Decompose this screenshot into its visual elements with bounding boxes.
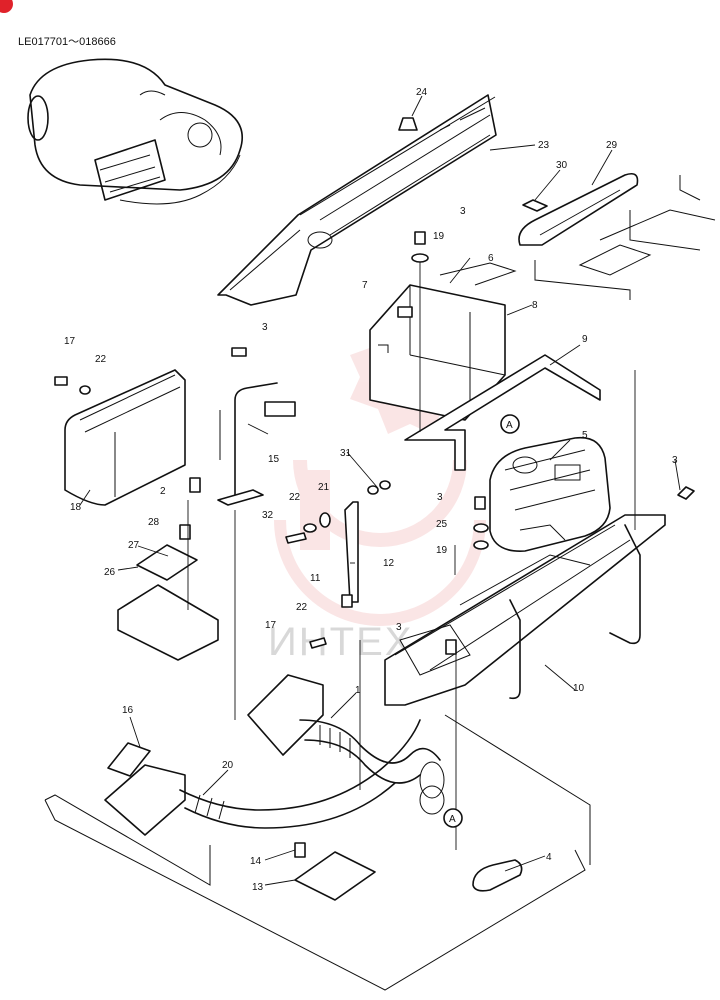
bracket-9: [404, 354, 601, 471]
washer-19-right: [473, 540, 489, 550]
callout-7: 7: [362, 280, 368, 291]
callout-numbers: 1 2 3 3 3 3 3 4 5 6 7 8 9 10 11 12 13 14…: [64, 87, 678, 893]
callout-15: 15: [268, 454, 280, 465]
grommet-4: [472, 859, 523, 892]
serial-range-label: LE017701～018666: [18, 36, 116, 48]
control-box-8: [369, 262, 517, 421]
callout-21: 21: [318, 482, 330, 493]
side-cover-29: [518, 172, 716, 300]
callout-11: 11: [310, 573, 321, 584]
callout-22-low: 22: [296, 602, 308, 613]
duct-20: [104, 719, 421, 836]
leader-lines: [79, 95, 681, 886]
clip-24: [398, 117, 418, 131]
bolt-3-frame: [445, 639, 457, 655]
heater-unit-5: [489, 436, 611, 552]
callout-19-right: 19: [436, 545, 448, 556]
callout-3-left: 3: [262, 322, 268, 333]
bolt-3-left: [231, 347, 247, 357]
callout-9: 9: [582, 334, 588, 345]
callout-26: 26: [104, 567, 116, 578]
washer-22-left: [79, 385, 91, 395]
bolt-3-far-right: [677, 486, 695, 500]
callout-23: 23: [538, 140, 550, 151]
ref-a-circle-top: [500, 414, 520, 434]
callout-24: 24: [416, 87, 428, 98]
bolt-30: [522, 199, 548, 212]
washer-31b: [379, 480, 391, 490]
cover-18: [64, 369, 186, 506]
callout-10: 10: [573, 683, 585, 694]
callout-19-top: 19: [433, 231, 445, 242]
plate-13: [294, 851, 376, 901]
bolt-32: [285, 532, 307, 544]
callout-6: 6: [488, 253, 494, 264]
callout-14: 14: [250, 856, 262, 867]
callout-3-mid: 3: [437, 492, 443, 503]
duct-1: [247, 674, 445, 815]
washer-22-mid: [303, 523, 317, 533]
callout-27: 27: [128, 540, 140, 551]
callout-3-right: 3: [672, 455, 678, 466]
machine-overview-sketch: [27, 58, 243, 205]
callout-5: 5: [582, 430, 588, 441]
top-cover-23: [217, 94, 497, 306]
callout-22-left: 22: [95, 354, 107, 365]
bolt-17-top: [54, 376, 68, 386]
callout-30: 30: [556, 160, 568, 171]
bracket-12: [344, 501, 359, 603]
bolt-3-top: [414, 231, 426, 245]
ref-a-label-bottom: A: [449, 814, 456, 825]
callout-3-top: 3: [460, 206, 466, 217]
callout-17-top: 17: [64, 336, 76, 347]
washer-25: [473, 523, 489, 533]
washer-31a: [367, 485, 379, 495]
callout-28: 28: [148, 517, 160, 528]
callout-29: 29: [606, 140, 618, 151]
callout-16: 16: [122, 705, 134, 716]
base-floor-plate: [44, 714, 591, 991]
callout-13: 13: [252, 882, 264, 893]
callout-31: 31: [340, 448, 352, 459]
callout-20: 20: [222, 760, 234, 771]
ref-a-label-top: A: [506, 420, 513, 431]
cap-11: [341, 594, 353, 608]
guide-lines: [187, 262, 636, 850]
callout-18: 18: [70, 502, 82, 513]
callout-1: 1: [355, 685, 361, 696]
callout-2: 2: [160, 486, 166, 497]
connector-7: [397, 306, 413, 318]
bracket-15: [217, 382, 296, 506]
washer-19-top: [411, 253, 429, 263]
callout-12: 12: [383, 558, 395, 569]
part-16: [107, 742, 151, 777]
corner-marker: [0, 0, 13, 13]
callout-25: 25: [436, 519, 448, 530]
bolt-14: [294, 842, 306, 858]
callout-8: 8: [532, 300, 538, 311]
plate-26: [136, 544, 198, 581]
ref-a-circle-bottom: [443, 808, 463, 828]
callout-4: 4: [546, 852, 552, 863]
nut-21: [319, 512, 331, 528]
callout-32: 32: [262, 510, 274, 521]
frame-10: [384, 514, 666, 706]
callout-3-frame: 3: [396, 622, 402, 633]
watermark-text: ИНТЕХ: [268, 620, 413, 664]
bolt-28: [179, 524, 191, 540]
bolt-3-right: [474, 496, 486, 510]
bolt-17-mid: [309, 637, 327, 649]
mount-bracket: [117, 584, 219, 661]
bolt-2: [189, 477, 201, 493]
callout-17-mid: 17: [265, 620, 277, 631]
callout-22-mid: 22: [289, 492, 301, 503]
